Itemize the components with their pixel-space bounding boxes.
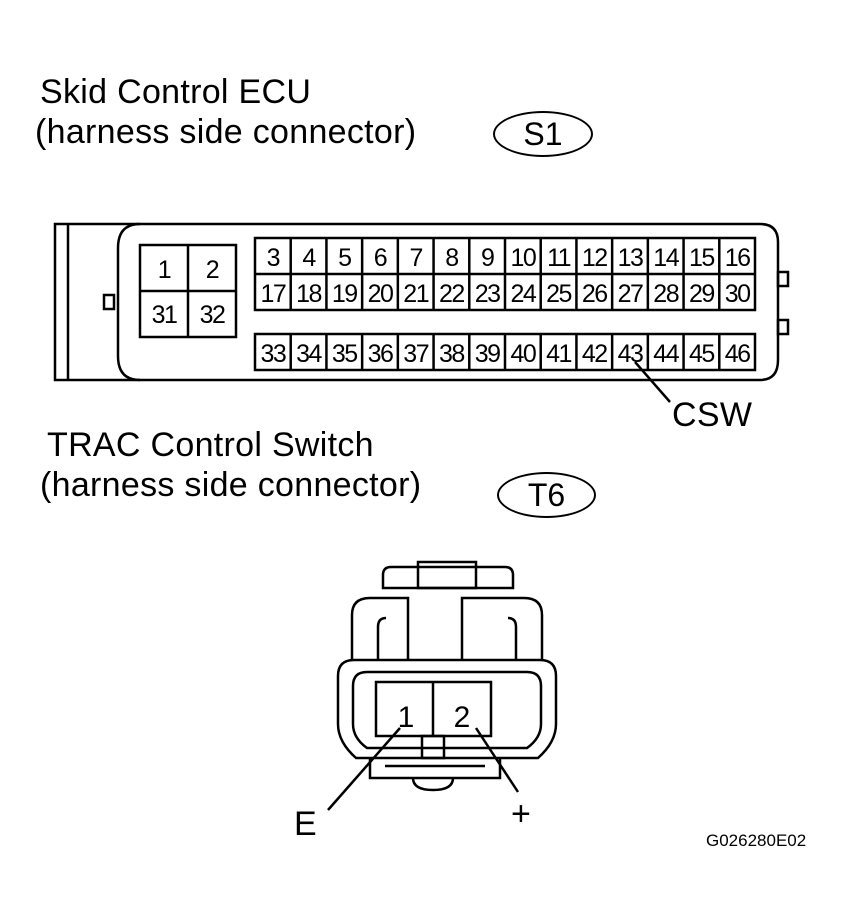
ecu-pin-23: 23 — [475, 280, 500, 308]
e-callout-label: E — [294, 805, 317, 843]
ecu-pin-36: 36 — [368, 340, 393, 368]
ecu-pin-3: 3 — [267, 244, 280, 272]
ecu-pin-31: 31 — [152, 301, 177, 329]
ecu-pin-26: 26 — [582, 280, 607, 308]
ecu-pin-8: 8 — [445, 244, 458, 272]
ecu-pin-32: 32 — [200, 301, 225, 329]
ecu-pin-4: 4 — [302, 244, 316, 272]
ecu-pin-33: 33 — [260, 340, 285, 368]
ecu-pin-37: 37 — [403, 340, 428, 368]
ecu-pin-25: 25 — [546, 280, 571, 308]
ecu-pin-42: 42 — [582, 340, 607, 368]
ecu-pin-12: 12 — [582, 244, 607, 272]
ecu-pin-29: 29 — [689, 280, 714, 308]
ecu-pin-34: 34 — [296, 340, 322, 368]
ecu-pin-43: 43 — [618, 340, 643, 368]
ecu-pin-44: 44 — [653, 340, 679, 368]
ecu-pin-9: 9 — [481, 244, 494, 272]
ecu-pin-22: 22 — [439, 280, 464, 308]
switch-pin-1: 1 — [398, 701, 415, 734]
ecu-pin-20: 20 — [368, 280, 393, 308]
ecu-pin-28: 28 — [653, 280, 678, 308]
ecu-pin-40: 40 — [510, 340, 535, 368]
ecu-pin-30: 30 — [725, 280, 750, 308]
ecu-pin-35: 35 — [332, 340, 357, 368]
ecu-title: Skid Control ECU — [40, 73, 312, 111]
ecu-subtitle: (harness side connector) — [35, 113, 417, 151]
ecu-pin-41: 41 — [546, 340, 571, 368]
ecu-pin-1: 1 — [158, 256, 171, 284]
ecu-pin-5: 5 — [338, 244, 351, 272]
switch-pin-2: 2 — [454, 701, 471, 734]
ecu-pin-15: 15 — [689, 244, 714, 272]
ecu-pin-39: 39 — [475, 340, 500, 368]
switch-connector-shape — [327, 560, 558, 811]
ecu-pin-7: 7 — [410, 244, 423, 272]
ecu-pin-19: 19 — [332, 280, 357, 308]
ecu-pin-13: 13 — [618, 244, 643, 272]
ecu-connector-code: S1 — [493, 111, 593, 157]
ecu-pin-18: 18 — [296, 280, 321, 308]
ecu-pin-27: 27 — [618, 280, 643, 308]
ecu-pin-2: 2 — [206, 256, 219, 284]
switch-connector-code: T6 — [497, 472, 596, 518]
ecu-pin-10: 10 — [510, 244, 535, 272]
switch-title: TRAC Control Switch — [47, 426, 374, 464]
ecu-pin-17: 17 — [260, 280, 285, 308]
ecu-pin-24: 24 — [510, 280, 536, 308]
ecu-pin-21: 21 — [403, 280, 428, 308]
ecu-pin-14: 14 — [653, 244, 679, 272]
plus-callout-label: + — [511, 795, 532, 833]
ecu-pin-11: 11 — [547, 244, 571, 272]
ecu-pin-38: 38 — [439, 340, 464, 368]
ecu-pin-16: 16 — [725, 244, 750, 272]
switch-subtitle: (harness side connector) — [40, 466, 422, 504]
ecu-pin-45: 45 — [689, 340, 714, 368]
figure-reference: G026280E02 — [706, 831, 807, 850]
ecu-pin-46: 46 — [725, 340, 750, 368]
ecu-pin-6: 6 — [374, 244, 387, 272]
csw-callout-label: CSW — [672, 396, 753, 434]
